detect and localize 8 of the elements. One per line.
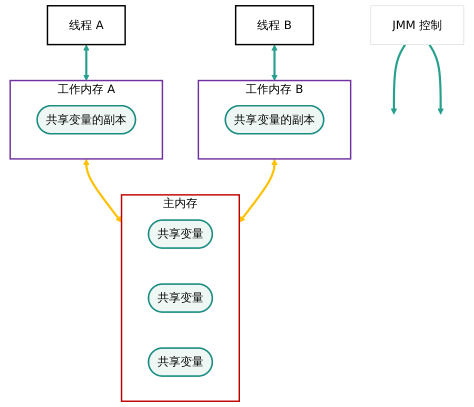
arrow xyxy=(271,44,278,81)
node-box: 线程 A xyxy=(46,5,126,46)
arrow xyxy=(83,44,90,81)
node-box: 线程 B xyxy=(234,5,314,46)
arrow xyxy=(239,158,278,223)
arrow xyxy=(390,44,406,115)
arrow xyxy=(428,44,444,115)
arrow xyxy=(83,158,122,223)
